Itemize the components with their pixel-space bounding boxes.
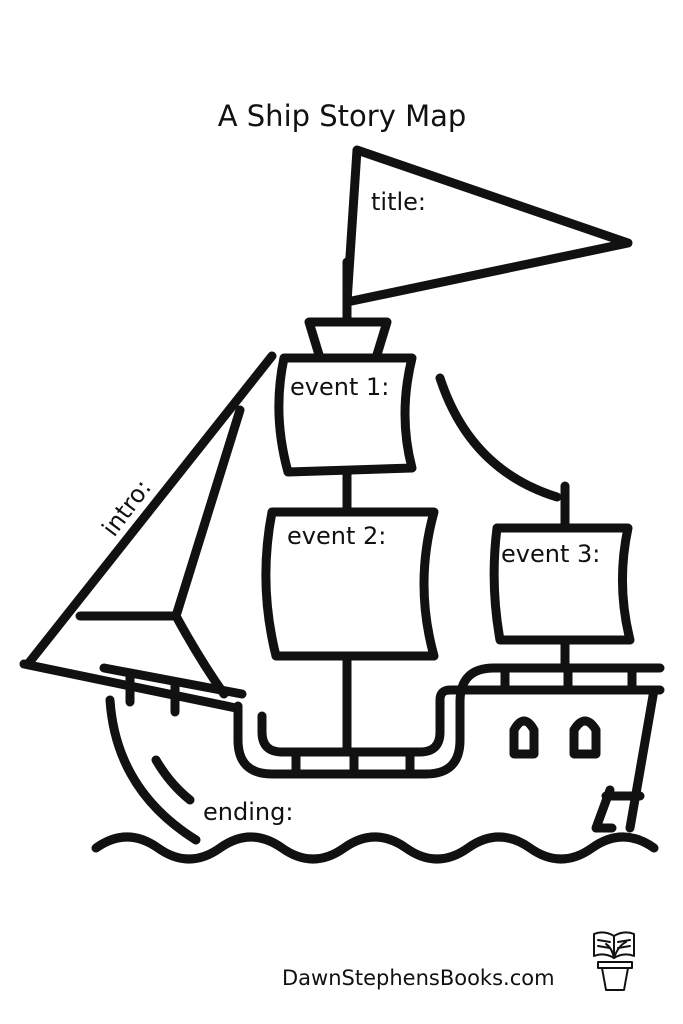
rear-rope xyxy=(435,373,562,502)
title-label: title: xyxy=(371,188,426,216)
hull: ending: xyxy=(105,663,665,845)
event-1-label: event 1: xyxy=(290,373,389,401)
sail-event-2: event 2: xyxy=(261,507,439,661)
crows-nest xyxy=(304,317,392,363)
event-3-label: event 3: xyxy=(501,540,600,568)
ending-label: ending: xyxy=(203,798,293,826)
page-title: A Ship Story Map xyxy=(218,99,467,133)
bow-railing xyxy=(19,659,247,717)
sail-event-3: event 3: xyxy=(489,481,635,673)
website-link[interactable]: DawnStephensBooks.com xyxy=(282,966,555,990)
waves xyxy=(91,832,659,864)
footer: DawnStephensBooks.com xyxy=(282,931,635,991)
sail-event-1: event 1: xyxy=(274,353,417,477)
sail-intro: intro: xyxy=(23,351,277,699)
event-2-label: event 2: xyxy=(287,522,386,550)
book-plant-pot-icon xyxy=(593,931,635,991)
flag: title: xyxy=(342,145,633,327)
